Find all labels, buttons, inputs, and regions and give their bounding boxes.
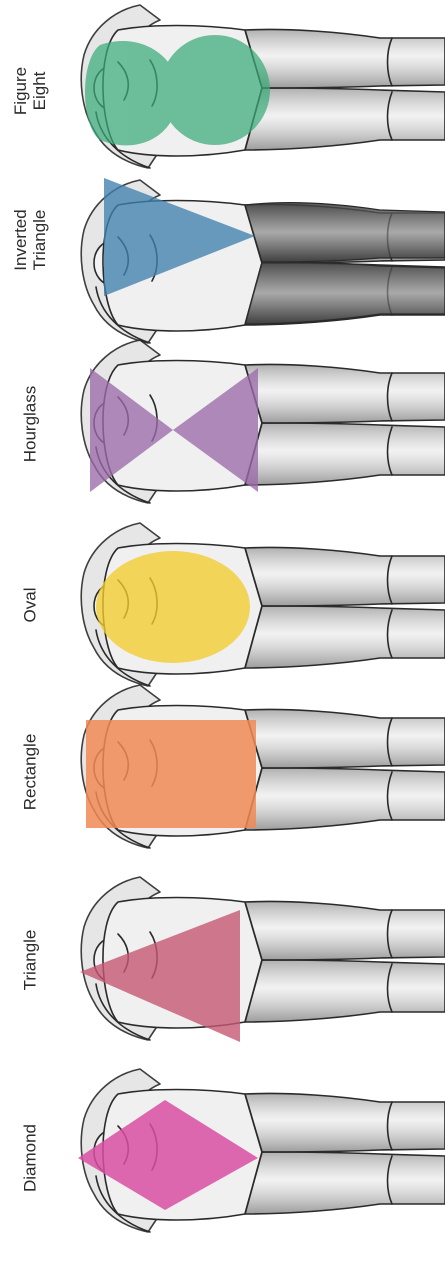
figure-eight-overlay <box>85 35 270 145</box>
rectangle-overlay <box>86 720 256 828</box>
oval-overlay <box>96 551 250 663</box>
